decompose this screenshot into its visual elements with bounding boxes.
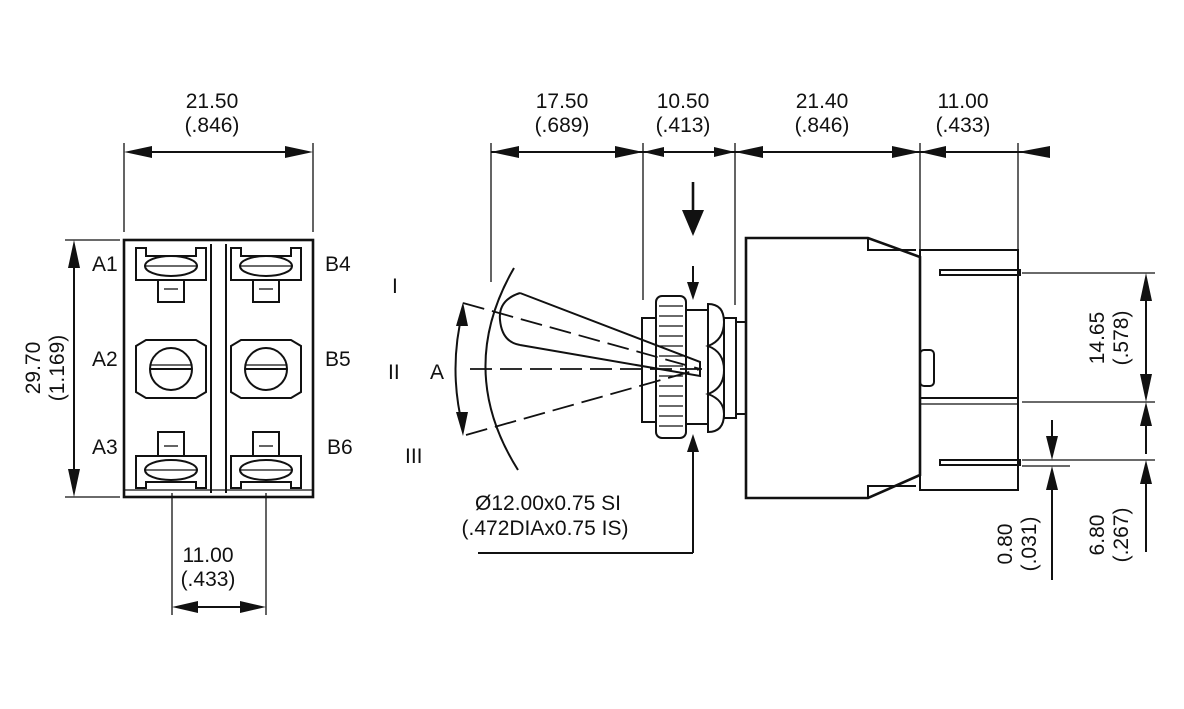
label-b4: B4 bbox=[325, 253, 351, 276]
dim-terminals-mm: 11.00 bbox=[938, 90, 989, 113]
dim-body: 21.40 (.846) bbox=[735, 90, 920, 158]
dim-term-thick-inch: (.031) bbox=[1018, 517, 1041, 572]
dim-term-pitch-inch: (.578) bbox=[1110, 311, 1133, 366]
dim-bushing: 10.50 (.413) bbox=[643, 90, 735, 157]
thread-spec-line1: Ø12.00x0.75 SI bbox=[475, 492, 621, 515]
position-3: III bbox=[405, 445, 423, 468]
dim-body-mm: 21.40 bbox=[796, 90, 849, 113]
dim-top-width: 21.50 (.846) bbox=[124, 90, 313, 158]
lever bbox=[462, 292, 701, 436]
dim-height: 29.70 (1.169) bbox=[22, 240, 80, 497]
terminal-a1 bbox=[135, 247, 207, 303]
dim-body-inch: (.846) bbox=[795, 114, 850, 137]
thread-callout: Ø12.00x0.75 SI (.472DIAx0.75 IS) bbox=[462, 266, 699, 554]
dim-height-mm: 29.70 bbox=[22, 342, 45, 395]
dim-lever: 17.50 (.689) bbox=[491, 90, 643, 158]
dim-term-offset: 6.80 (.267) bbox=[1086, 402, 1152, 562]
dim-top-width-mm: 21.50 bbox=[186, 90, 239, 113]
dim-term-thick-mm: 0.80 bbox=[994, 524, 1017, 565]
dim-top-width-inch: (.846) bbox=[185, 114, 240, 137]
dim-bushing-mm: 10.50 bbox=[657, 90, 710, 113]
angle-label: A bbox=[430, 361, 444, 384]
terminal-a3 bbox=[135, 431, 207, 489]
terminal-b5 bbox=[230, 339, 302, 399]
label-a2: A2 bbox=[92, 348, 118, 371]
terminal-face-view: 21.50 (.846) 29.70 (1.169) 11.00 (.433) bbox=[22, 90, 353, 615]
dim-lever-mm: 17.50 bbox=[536, 90, 589, 113]
position-2: II bbox=[388, 361, 400, 384]
label-b5: B5 bbox=[325, 348, 351, 371]
label-b6: B6 bbox=[327, 436, 353, 459]
dim-height-inch: (1.169) bbox=[46, 335, 69, 402]
switch-body bbox=[744, 236, 1021, 500]
terminal-b6 bbox=[230, 431, 302, 489]
dim-bottom-spacing-inch: (.433) bbox=[181, 568, 236, 591]
angle-arc bbox=[454, 302, 468, 436]
dim-term-thick: 0.80 (.031) bbox=[994, 420, 1058, 580]
dim-term-offset-inch: (.267) bbox=[1110, 508, 1133, 563]
lever-swing-arc bbox=[484, 267, 519, 471]
dim-term-offset-mm: 6.80 bbox=[1086, 515, 1109, 556]
dim-lever-inch: (.689) bbox=[535, 114, 590, 137]
dim-bottom-spacing-mm: 11.00 bbox=[183, 544, 234, 567]
dim-bottom-spacing: 11.00 (.433) bbox=[172, 544, 266, 613]
position-1: I bbox=[392, 275, 398, 298]
bushing bbox=[641, 295, 746, 439]
dim-terminals-inch: (.433) bbox=[936, 114, 991, 137]
label-a3: A3 bbox=[92, 436, 118, 459]
dim-terminals: 11.00 (.433) bbox=[920, 90, 1050, 158]
view-direction-arrow bbox=[682, 182, 704, 236]
side-view: 17.50 (.689) 10.50 (.413) 21.40 (.846) 1… bbox=[388, 90, 1155, 580]
dim-term-pitch-mm: 14.65 bbox=[1086, 312, 1109, 365]
dim-term-pitch: 14.65 (.578) bbox=[1086, 273, 1152, 402]
terminal-b4 bbox=[230, 247, 302, 303]
dim-bushing-inch: (.413) bbox=[656, 114, 711, 137]
terminal-a2 bbox=[135, 339, 207, 399]
thread-spec-line2: (.472DIAx0.75 IS) bbox=[462, 517, 629, 540]
label-a1: A1 bbox=[92, 253, 118, 276]
